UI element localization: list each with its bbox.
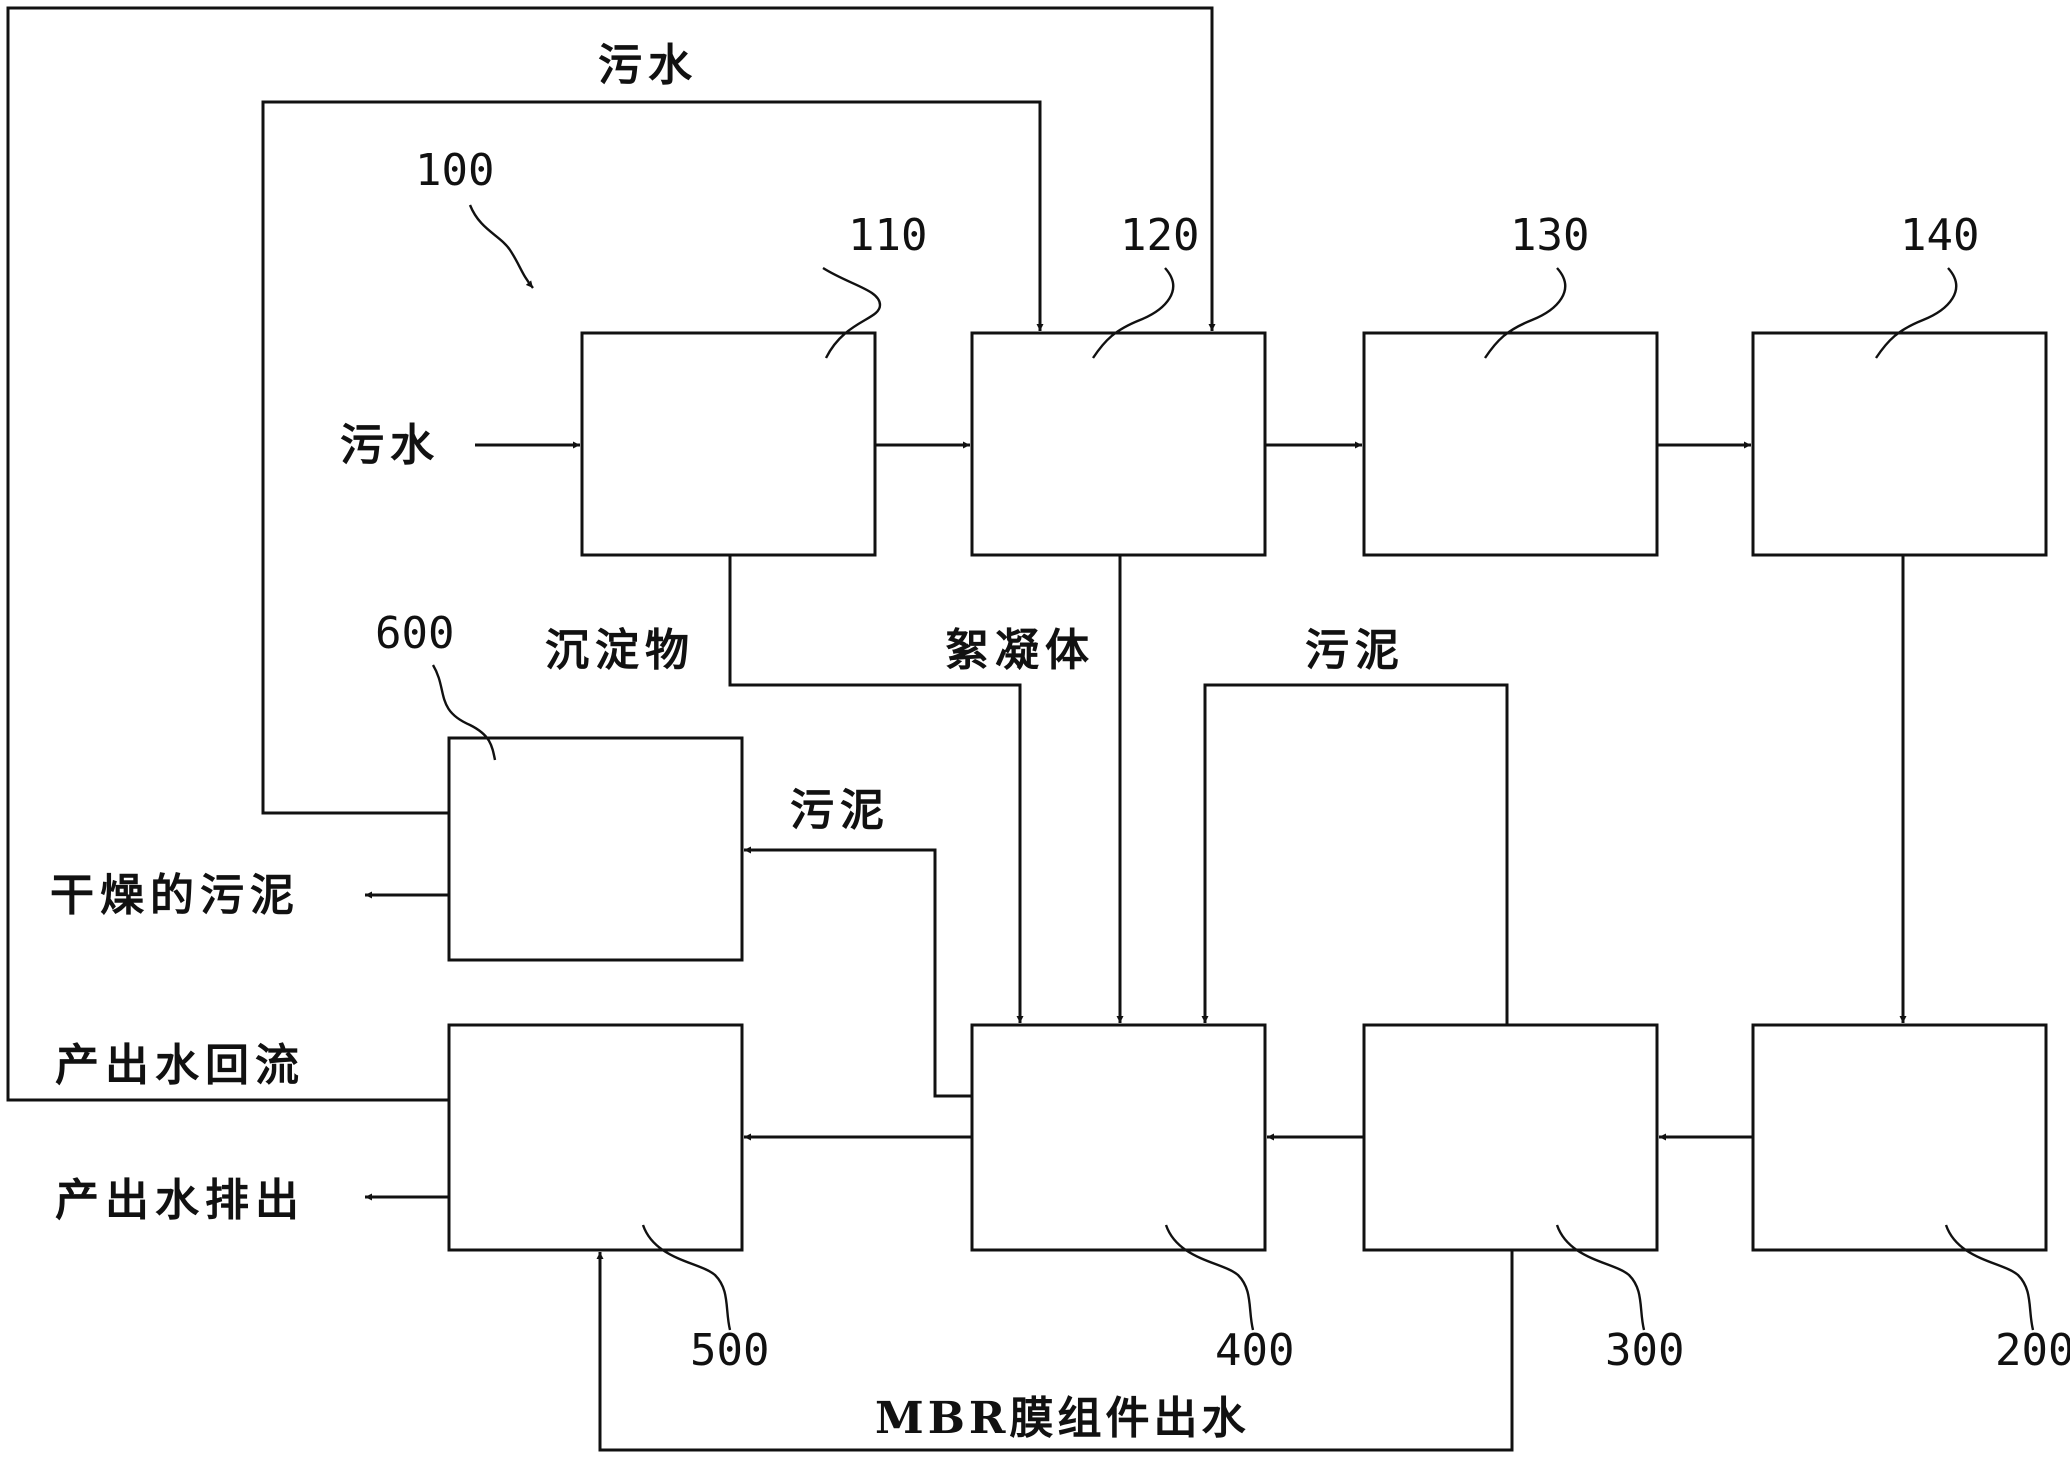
leader-200 [1944,1224,2035,1331]
leader-110 [822,266,882,359]
box-130 [1362,331,1659,557]
arrow-effluent-return-to-120 [6,6,1216,1102]
label-sediment: 沉淀物 [545,625,695,676]
ref-400: 400 [1215,1325,1294,1376]
leader-140 [1875,267,1958,359]
ref-200: 200 [1995,1325,2070,1376]
arrow-sediment-to-400 [728,555,1024,1023]
leader-500 [641,1224,732,1331]
ref-120: 120 [1120,210,1199,261]
leader-130 [1484,267,1567,359]
label-dried-sludge: 干燥的污泥 [50,870,300,921]
leader-300 [1555,1224,1646,1331]
arrow-600-sewage-to-120 [261,100,1044,815]
leader-600 [431,664,497,761]
label-sewage-in: 污水 [340,420,440,471]
box-200 [1751,1023,2048,1252]
arrow-mbr-effluent-to-500 [596,1250,1514,1452]
label-effluent-discharge: 产出水排出 [55,1175,305,1226]
label-sludge-to-600: 污泥 [790,785,890,836]
ref-600: 600 [375,608,454,659]
ref-100: 100 [415,145,494,196]
ref-110: 110 [848,210,927,261]
label-sludge-from-300: 污泥 [1305,625,1405,676]
box-140 [1751,331,2048,557]
label-sewage-top: 污水 [598,40,698,91]
box-500 [447,1023,744,1252]
arrow-sludge-400-to-600 [744,846,972,1098]
leader-120b [1092,267,1175,359]
ref-300: 300 [1605,1325,1684,1376]
leader-100 [468,204,534,289]
ref-500: 500 [690,1325,769,1376]
label-mbr-effluent: MBR膜组件出水 [875,1393,1249,1444]
label-effluent-return: 产出水回流 [55,1040,305,1091]
box-300 [1362,1023,1659,1252]
box-110 [580,331,877,557]
box-120 [970,331,1267,557]
ref-130: 130 [1510,210,1589,261]
label-floc: 絮凝体 [945,625,1095,676]
box-400 [970,1023,1267,1252]
ref-140: 140 [1900,210,1979,261]
arrow-sludge-300-to-400 [1201,683,1509,1025]
box-600 [447,736,744,962]
leader-400 [1164,1224,1255,1331]
